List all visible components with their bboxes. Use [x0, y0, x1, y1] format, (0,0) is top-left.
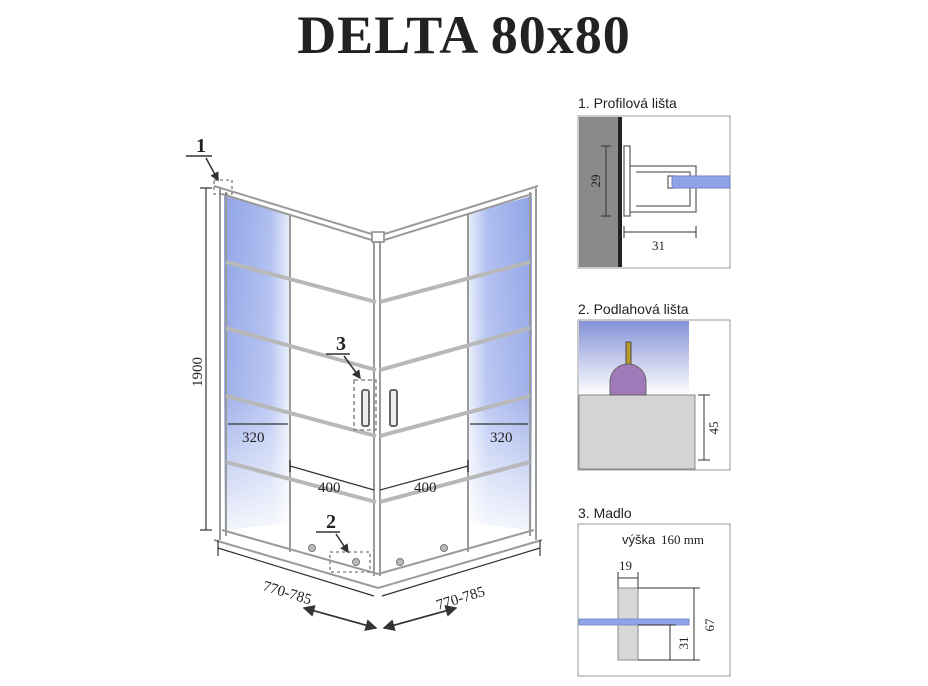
detail-profile: 1. Profilová lišta 29 31	[577, 95, 731, 269]
svg-text:29: 29	[588, 175, 603, 188]
svg-text:45: 45	[706, 422, 721, 435]
dim-side-left: 320	[228, 423, 288, 446]
svg-text:1. Profilová lišta: 1. Profilová lišta	[578, 95, 677, 111]
svg-text:31: 31	[652, 238, 665, 253]
dim-height: 1900	[190, 187, 212, 531]
callout-3: 3	[326, 333, 361, 380]
product-title: DELTA 80x80	[297, 5, 631, 65]
door-handles	[361, 389, 398, 427]
svg-text:19: 19	[619, 558, 632, 573]
sliding-direction-arrows	[302, 605, 458, 631]
svg-text:770-785: 770-785	[261, 579, 313, 609]
svg-text:400: 400	[318, 480, 341, 496]
svg-text:výška: výška	[622, 532, 656, 547]
dim-entry-right: 400	[379, 460, 469, 496]
svg-text:1900: 1900	[190, 357, 206, 387]
shower-enclosure	[213, 179, 543, 590]
svg-text:160 mm: 160 mm	[661, 532, 704, 547]
detail-floor: 2. Podlahová lišta 45	[577, 301, 731, 471]
svg-text:3. Madlo: 3. Madlo	[578, 505, 632, 521]
dim-side-right: 320	[470, 423, 528, 446]
detail-handle: 3. Madlo výška 160 mm 19 67 31	[577, 505, 731, 677]
svg-text:320: 320	[490, 430, 513, 446]
svg-text:770-785: 770-785	[434, 584, 486, 614]
dim-entry-left: 400	[289, 460, 375, 496]
svg-text:2: 2	[326, 511, 336, 533]
svg-text:1: 1	[196, 135, 206, 157]
floor-seal	[609, 363, 647, 396]
svg-text:320: 320	[242, 430, 265, 446]
svg-text:3: 3	[336, 333, 346, 355]
svg-text:2. Podlahová lišta: 2. Podlahová lišta	[578, 301, 689, 317]
svg-text:400: 400	[414, 480, 437, 496]
svg-text:67: 67	[702, 618, 717, 632]
left-decor-bars	[225, 260, 377, 504]
callout-1: 1	[186, 135, 219, 182]
svg-text:31: 31	[676, 637, 691, 650]
callout-2: 2	[316, 511, 349, 554]
right-decor-bars	[379, 260, 531, 504]
